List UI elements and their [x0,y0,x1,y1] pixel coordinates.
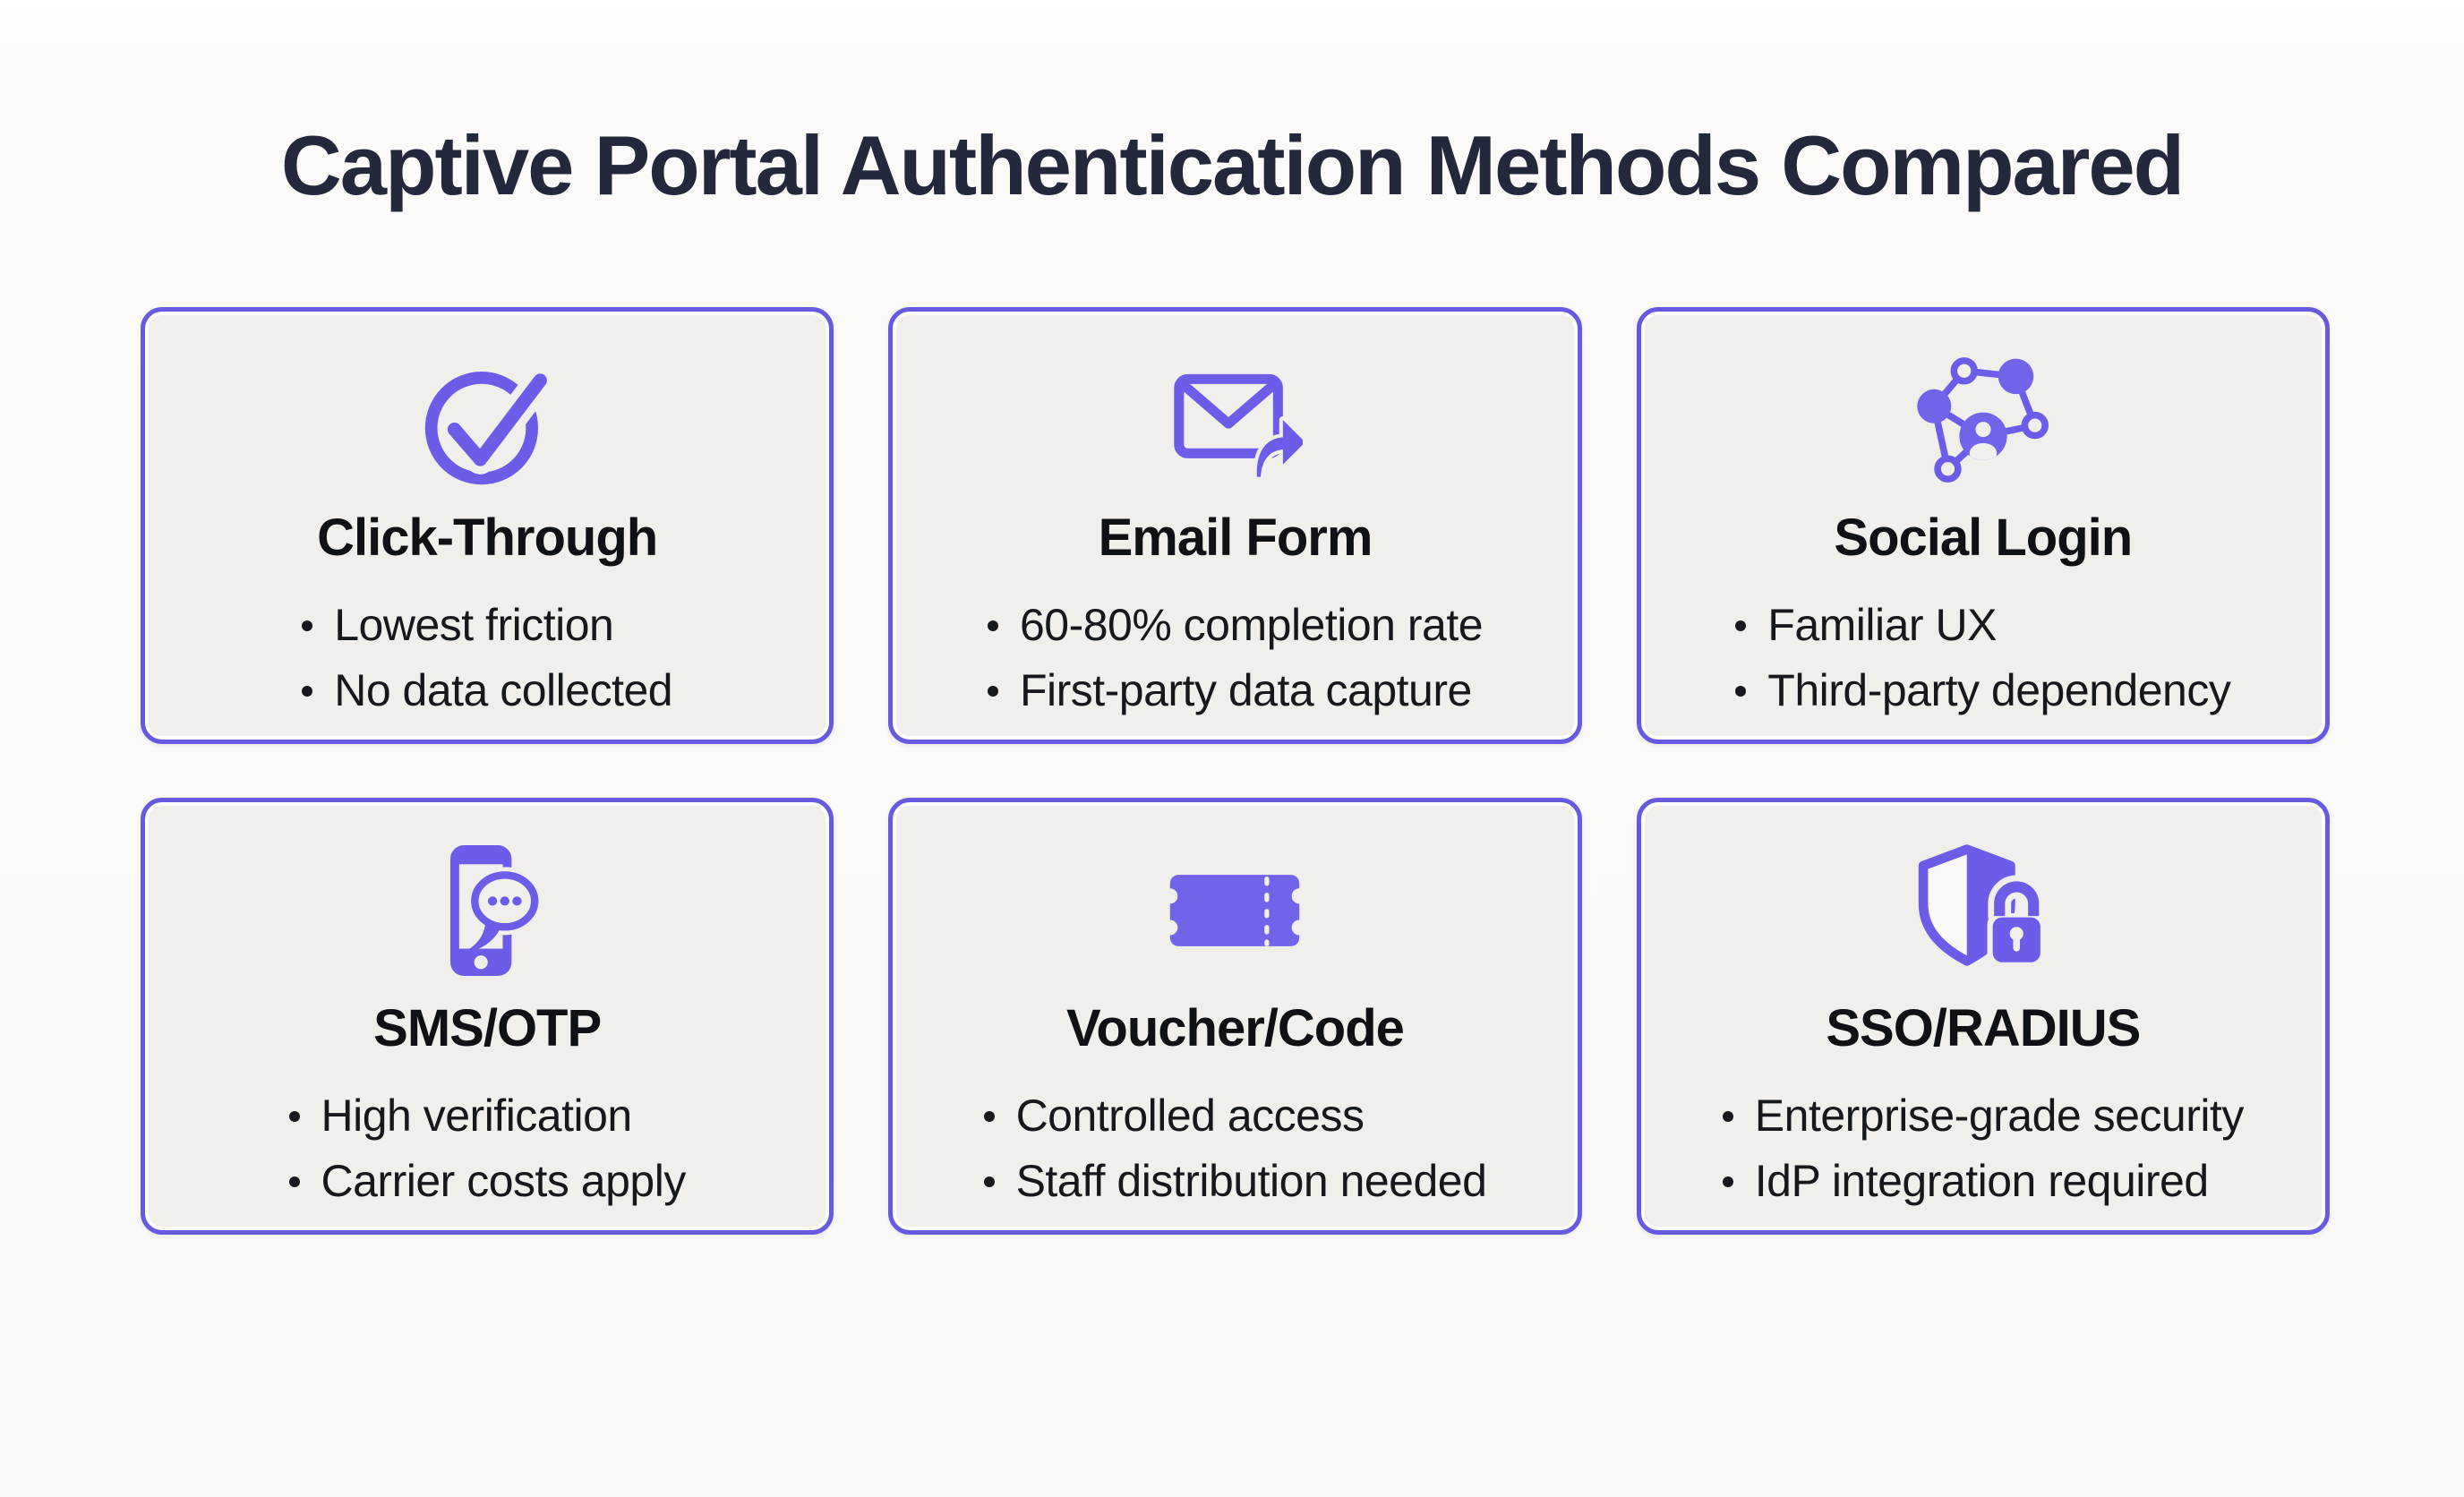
card-sso-radius: SSO/RADIUS Enterprise-grade security IdP… [1636,797,2330,1235]
card-social-login: Social Login Familiar UX Third-party dep… [1636,306,2330,744]
card-voucher-code: Voucher/Code Controlled access Staff dis… [888,797,1582,1235]
bullet-item: Carrier costs apply [289,1149,687,1214]
ticket-icon [1167,843,1304,979]
card-sms-otp: SMS/OTP High verification Carrier costs … [141,797,834,1235]
card-bullet-list: Familiar UX Third-party dependency [1735,593,2231,723]
bullet-item: Controlled access [984,1083,1487,1149]
bullet-item: 60-80% completion rate [988,593,1484,658]
card-bullet-list: Lowest friction No data collected [302,593,672,723]
card-bullet-list: High verification Carrier costs apply [289,1083,687,1214]
bullet-item: Lowest friction [302,593,672,658]
bullet-item: First-party data capture [988,658,1483,723]
card-title: Email Form [1098,508,1373,567]
card-bullet-list: 60-80% completion rate First-party data … [988,593,1484,723]
method-card-grid: Click-Through Lowest friction No data co… [0,306,2464,1235]
bullet-item: IdP integration required [1723,1149,2244,1214]
mail-forward-icon [1167,352,1304,488]
card-bullet-list: Enterprise-grade security IdP integratio… [1723,1083,2245,1214]
card-title: SSO/RADIUS [1826,998,2141,1057]
card-title: Voucher/Code [1066,998,1405,1057]
bullet-item: Staff distribution needed [984,1149,1487,1214]
bullet-item: Familiar UX [1735,593,2230,658]
card-title: Click-Through [317,508,658,567]
bullet-item: No data collected [302,658,672,723]
check-circle-icon [419,352,556,488]
card-bullet-list: Controlled access Staff distribution nee… [984,1083,1487,1214]
card-email-form: Email Form 60-80% completion rate First-… [888,306,1582,744]
bullet-item: High verification [289,1083,686,1149]
card-title: Social Login [1834,508,2133,567]
bullet-item: Third-party dependency [1735,658,2231,723]
shield-lock-icon [1915,843,2051,979]
card-title: SMS/OTP [373,998,602,1057]
phone-sms-icon [419,843,555,979]
social-network-icon [1915,352,2051,488]
page-title: Captive Portal Authentication Methods Co… [280,118,2185,212]
card-click-through: Click-Through Lowest friction No data co… [141,306,834,744]
bullet-item: Enterprise-grade security [1723,1083,2245,1149]
